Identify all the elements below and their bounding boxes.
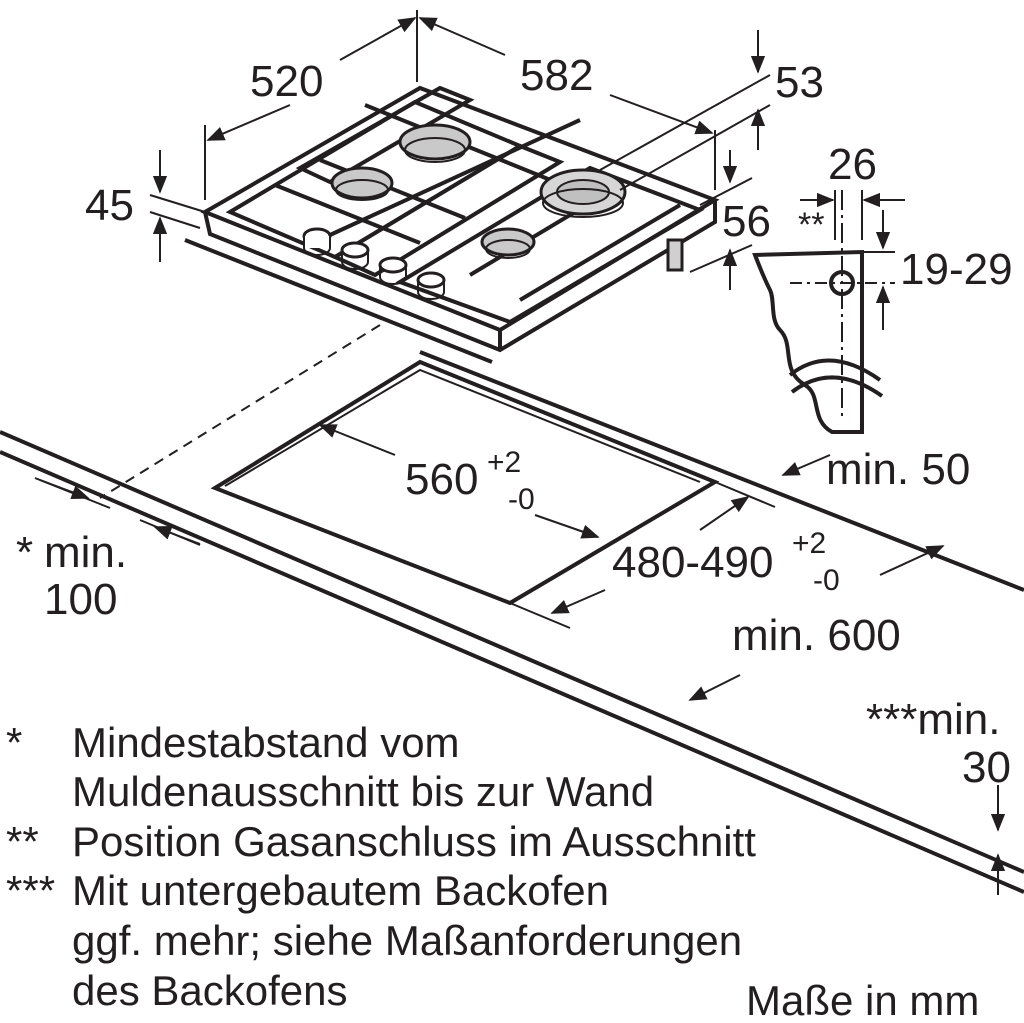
units-label: Maße in mm <box>746 977 979 1023</box>
min-100-value: 100 <box>44 575 117 624</box>
gas-burners <box>330 123 627 259</box>
note-2-marker: ** <box>6 818 39 865</box>
dim-45-label: 45 <box>85 181 134 230</box>
note-1-marker: * <box>6 719 22 766</box>
hob-drawing <box>184 85 720 364</box>
gas-connection-profile <box>752 190 905 434</box>
dim-53-label: 53 <box>775 58 824 107</box>
hob-dimension-lines <box>149 10 771 290</box>
dim-560-label: 560 <box>405 455 478 504</box>
note-3-marker: *** <box>6 867 55 914</box>
dim-480-490-label: 480-490 <box>612 538 773 587</box>
min-30-value: 30 <box>962 743 1011 792</box>
min-30-label: ***min. <box>866 695 1001 744</box>
dim-480-tol-plus: +2 <box>792 527 826 560</box>
note-1-line-1: Mindestabstand vom <box>72 719 460 766</box>
dim-480-tol-minus: -0 <box>813 564 840 597</box>
min-100-label: min. <box>44 528 127 577</box>
dim-560-tol-plus: +2 <box>487 446 521 479</box>
note-3-line-1: Mit untergebautem Backofen <box>72 867 609 914</box>
min-100-star: * <box>16 528 33 577</box>
dim-19-29-label: 19-29 <box>900 245 1013 294</box>
gas-connector <box>666 238 684 272</box>
dim-520-label: 520 <box>250 57 323 106</box>
dim-582-label: 582 <box>520 51 593 100</box>
dim-560-tol-minus: -0 <box>508 483 535 516</box>
gas-position-marker: ** <box>798 206 824 244</box>
note-3-line-3: des Backofens <box>72 967 348 1014</box>
pan-support-grates <box>225 85 705 325</box>
note-1-line-2: Muldenausschnitt bis zur Wand <box>72 768 654 815</box>
min-50-label: min. 50 <box>826 445 970 494</box>
note-2-line-1: Position Gasanschluss im Ausschnitt <box>72 818 756 865</box>
dim-56-label: 56 <box>722 197 771 246</box>
note-3-line-2: ggf. mehr; siehe Maßanforderungen <box>72 917 742 964</box>
min-600-label: min. 600 <box>732 611 901 660</box>
footnotes: * Mindestabstand vom Muldenausschnitt bi… <box>6 719 756 1014</box>
worktop-dimension-lines <box>34 424 1006 895</box>
control-knobs <box>302 227 446 300</box>
dim-26-label: 26 <box>828 140 877 189</box>
